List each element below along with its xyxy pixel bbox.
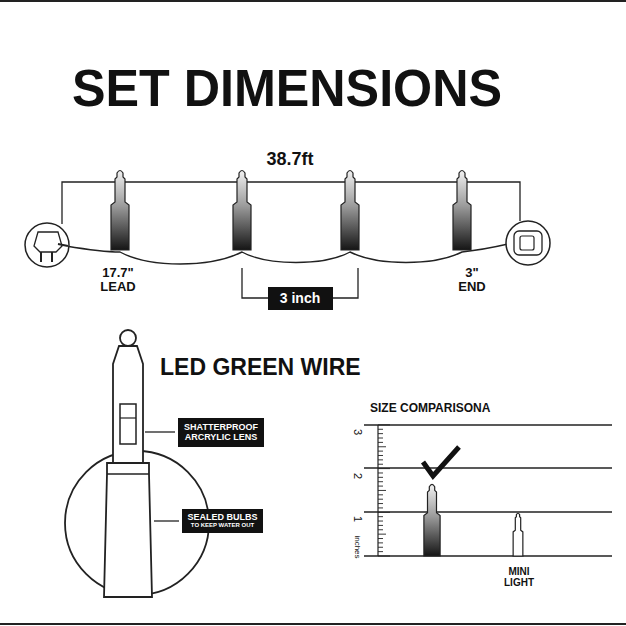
part-label: MINI LIGHT	[499, 566, 539, 588]
light-bulb	[111, 171, 129, 251]
ruler-tick	[378, 499, 383, 500]
dimension-label: 38.7ft	[266, 150, 313, 170]
label-text: 38.7ft	[266, 150, 313, 170]
led-chip	[120, 417, 136, 418]
label-text: MINI LIGHT	[499, 566, 539, 588]
bulb-tip	[120, 330, 136, 346]
ruler-tick	[378, 459, 383, 460]
ruler-number: 3	[352, 429, 364, 435]
ruler-tick	[378, 442, 383, 443]
ruler-tick	[378, 525, 383, 526]
node-text: 3 inch	[280, 290, 321, 306]
node-text: TO KEEP WATER OUT	[187, 522, 258, 529]
ruler-tick	[378, 551, 383, 552]
plug-prongs	[41, 244, 68, 262]
ruler-tick	[378, 503, 383, 504]
grid-line	[364, 424, 612, 425]
label-text: 3" END	[453, 266, 491, 295]
ruler-tick	[378, 556, 390, 557]
ruler-tick	[378, 542, 383, 543]
ruler-number: 2	[352, 473, 364, 479]
light-bulb	[513, 513, 523, 556]
label-text: 1	[352, 516, 364, 522]
callout-box: SEALED BULBSTO KEEP WATER OUT	[182, 509, 263, 533]
ruler-tick	[378, 481, 383, 482]
label-text: 2	[352, 473, 364, 479]
grid-line	[364, 511, 612, 512]
acrylic-lens	[113, 346, 143, 463]
leader-line	[154, 520, 179, 521]
dimension-label: 3" END	[453, 266, 491, 295]
ruler-ticks	[378, 425, 390, 556]
check-mark	[423, 447, 459, 476]
ruler-tick	[378, 464, 383, 465]
sealed-base	[104, 463, 152, 597]
ruler-unit: inches	[353, 535, 362, 558]
dimension-label: 17.7" LEAD	[95, 266, 141, 295]
heading-label: SIZE COMPARISONA	[370, 402, 490, 415]
end-socket	[514, 231, 542, 255]
ruler-tick	[378, 516, 383, 517]
socket-detail	[506, 221, 550, 265]
ruler-tick	[378, 507, 383, 508]
light-bulb	[453, 171, 471, 251]
ruler-tick	[378, 521, 383, 522]
ruler-tick	[378, 472, 383, 473]
frame-line	[0, 0, 626, 2]
callout-box: SHATTERPROOF ARCRYLIC LENS	[178, 418, 264, 447]
light-bulb	[341, 171, 359, 251]
ruler-tick	[378, 429, 383, 430]
grid-line	[364, 467, 612, 468]
ruler-tick	[378, 512, 390, 513]
ruler-tick	[378, 486, 383, 487]
dimension-box: 3 inch	[268, 287, 333, 310]
ruler-tick	[378, 446, 386, 447]
bulbs	[111, 171, 523, 557]
heading-label: LED GREEN WIRE	[160, 355, 361, 380]
ruler-tick	[378, 494, 383, 495]
ruler-tick	[378, 490, 386, 491]
light-wire	[66, 244, 508, 264]
label-text: 17.7" LEAD	[95, 266, 141, 295]
node-text: SEALED BULBS	[187, 512, 258, 522]
ruler-tick	[378, 438, 383, 439]
socket-slot	[520, 236, 534, 250]
label-text: LED GREEN WIRE	[160, 355, 361, 380]
ruler-tick	[378, 547, 383, 548]
ruler-tick	[378, 433, 383, 434]
light-bulb	[424, 484, 440, 556]
node-text: SHATTERPROOF ARCRYLIC LENS	[182, 422, 260, 443]
title-text: SET DIMENSIONS	[72, 62, 502, 114]
frame-line	[0, 623, 626, 625]
light-bulb	[233, 171, 251, 251]
ruler-tick	[378, 477, 383, 478]
ruler-tick	[378, 424, 390, 425]
label-text: SIZE COMPARISONA	[370, 402, 490, 415]
ruler-tick	[378, 451, 383, 452]
ruler-tick	[378, 468, 390, 469]
plug-body	[34, 232, 62, 252]
label-text: inches	[353, 535, 362, 558]
plug-detail	[25, 223, 69, 267]
ruler-tick	[378, 538, 383, 539]
leader-line	[145, 431, 175, 432]
grid-line	[364, 555, 612, 556]
dimension-bracket	[62, 182, 520, 224]
ruler-number: 1	[352, 516, 364, 522]
label-text: 3	[352, 429, 364, 435]
sealed-base	[107, 473, 149, 475]
ruler-tick	[378, 534, 386, 535]
led-chip	[120, 404, 136, 444]
ruler-tick	[378, 455, 383, 456]
ruler-tick	[378, 529, 383, 530]
title: SET DIMENSIONS	[72, 62, 502, 114]
